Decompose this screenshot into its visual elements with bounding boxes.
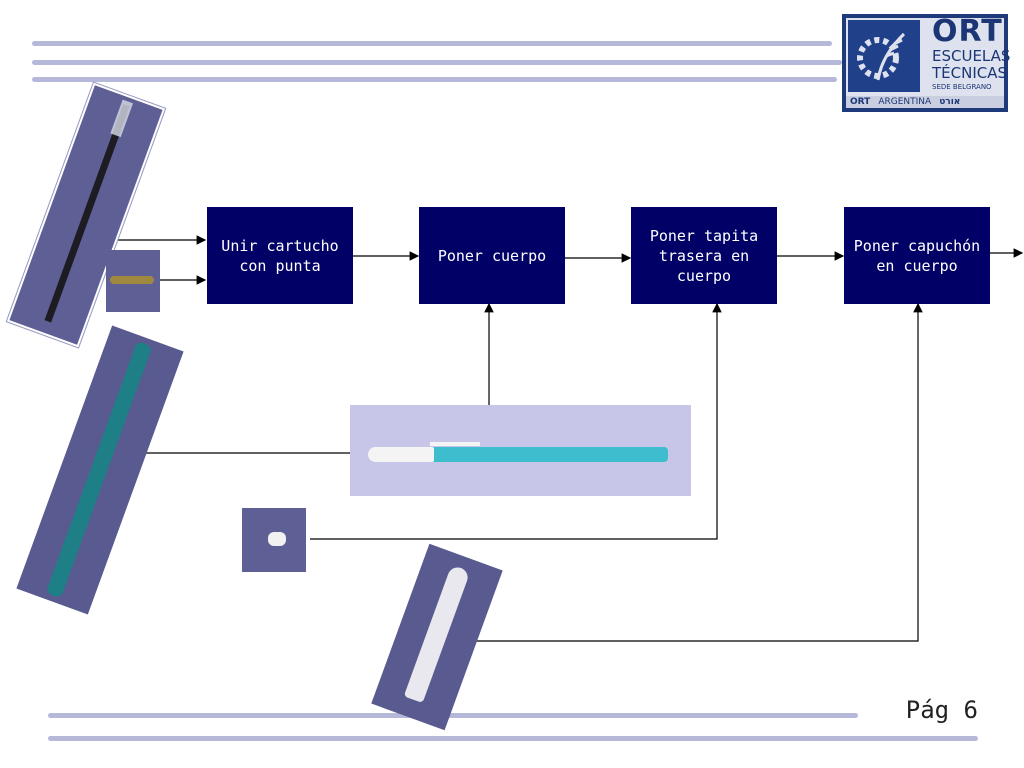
logo-line2: TÉCNICAS (932, 64, 1008, 82)
footer-stripe-2 (48, 736, 978, 741)
gear-wheat-emblem-icon (848, 20, 920, 92)
logo-bottom-bar: ORT ARGENTINA אורט (846, 96, 1004, 108)
step-2-box: Poner cuerpo (419, 207, 565, 304)
logo-bottom-left: ORT (850, 97, 871, 107)
page-number: Pág 6 (905, 696, 978, 724)
ort-logo: ORT ESCUELAS TÉCNICAS SEDE BELGRANO ORT … (842, 14, 1011, 112)
step-3-box: Poner tapita trasera en cuerpo (631, 207, 777, 304)
step-4-box: Poner capuchón en cuerpo (844, 207, 990, 304)
logo-line1: ESCUELAS (932, 47, 1011, 65)
logo-title: ORT (932, 14, 1003, 49)
arrow-capuchon-to-step4 (470, 302, 923, 642)
step-1-box: Unir cartucho con punta (207, 207, 353, 304)
logo-line3: SEDE BELGRANO (932, 83, 992, 91)
back-plug-photo (242, 508, 306, 572)
pen-tip-photo (106, 250, 160, 312)
header-stripe-3 (32, 77, 837, 82)
footer-stripe-1 (48, 713, 858, 718)
header-stripe-1 (32, 41, 832, 46)
assembled-pen-photo (350, 405, 691, 496)
logo-bottom-right: אורט (939, 97, 961, 107)
header-stripe-2 (32, 60, 842, 65)
arrow-tapita-to-step3 (310, 302, 722, 540)
logo-bottom-mid: ARGENTINA (878, 97, 932, 107)
